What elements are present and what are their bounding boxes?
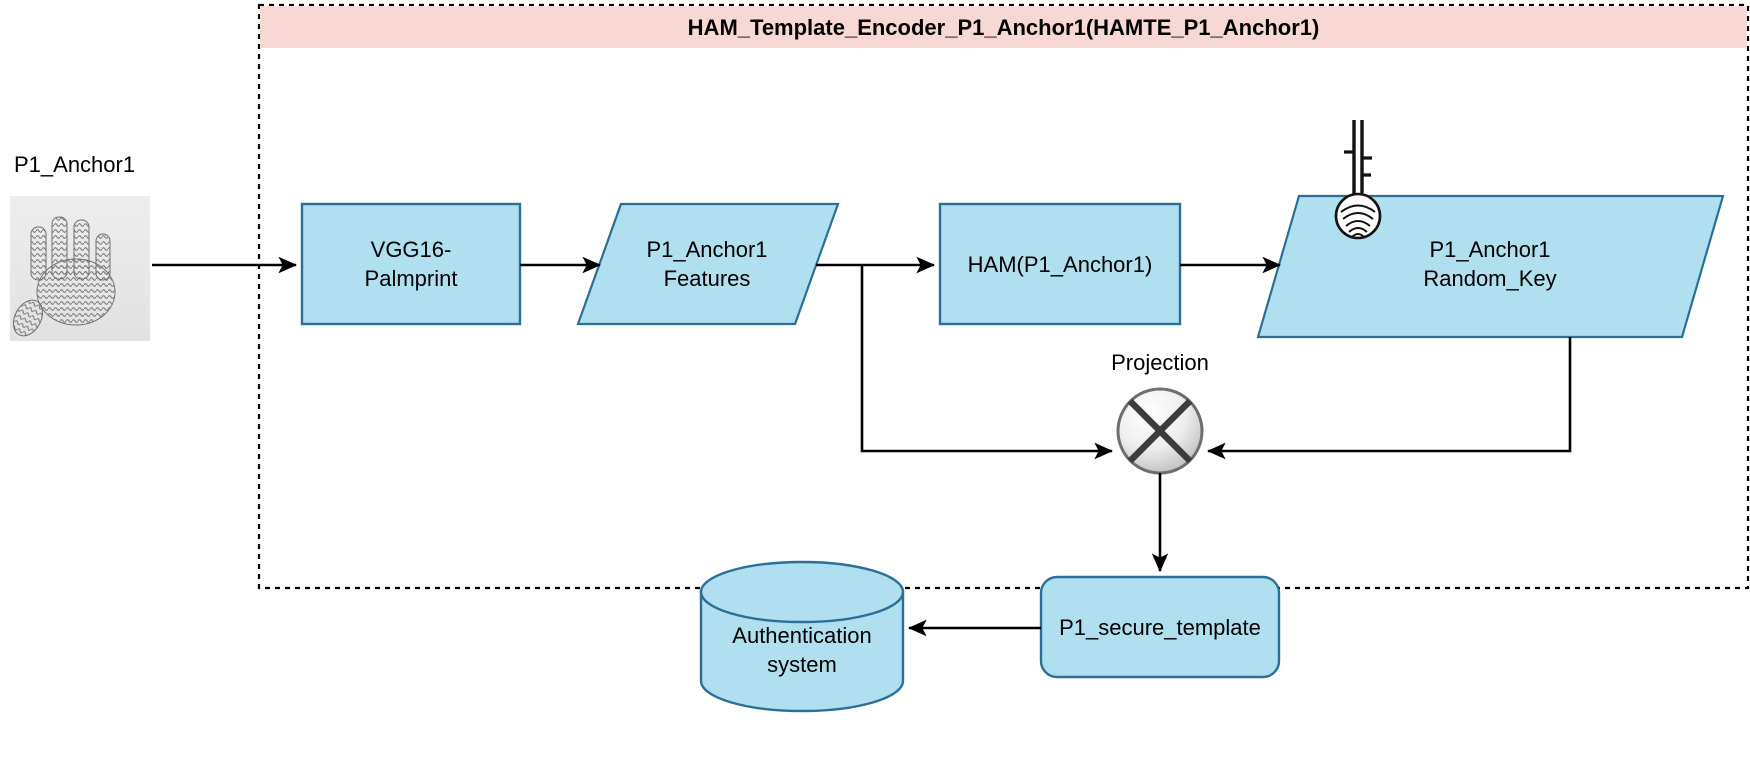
- node-projection-circle[interactable]: [1116, 387, 1204, 475]
- node-auth-system-label-line1: Authentication: [732, 623, 872, 648]
- palmprint-image: [10, 196, 150, 341]
- edge-features-to-projection: [860, 265, 1114, 460]
- node-random-key-label-line1: P1_Anchor1: [1429, 237, 1551, 262]
- node-ham-label: HAM(P1_Anchor1): [967, 252, 1153, 277]
- node-auth-system-label-line2: system: [767, 652, 837, 677]
- input-label: P1_Anchor1: [14, 152, 136, 177]
- node-vgg16-label-line2: Palmprint: [364, 266, 458, 291]
- container-dashed-border: [257, 3, 1750, 590]
- key-fingerprint-icon: [1334, 120, 1382, 240]
- edge-random-key-to-projection: [1206, 337, 1572, 460]
- node-features-label-line1: P1_Anchor1: [646, 237, 768, 262]
- projection-label: Projection: [1111, 350, 1209, 375]
- node-vgg16-label-line1: VGG16-: [370, 237, 452, 262]
- node-p1-anchor1-features[interactable]: [576, 202, 840, 326]
- node-secure-template-label: P1_secure_template: [1059, 615, 1261, 640]
- node-ham-p1-anchor1[interactable]: [938, 202, 1182, 326]
- node-vgg16-palmprint[interactable]: [300, 202, 522, 326]
- node-authentication-system[interactable]: [699, 560, 905, 713]
- node-random-key-label-line2: Random_Key: [1423, 266, 1557, 291]
- container-title-band: [260, 6, 1747, 48]
- node-features-label-line2: Features: [663, 266, 751, 291]
- container-title: HAM_Template_Encoder_P1_Anchor1(HAMTE_P1…: [687, 15, 1320, 40]
